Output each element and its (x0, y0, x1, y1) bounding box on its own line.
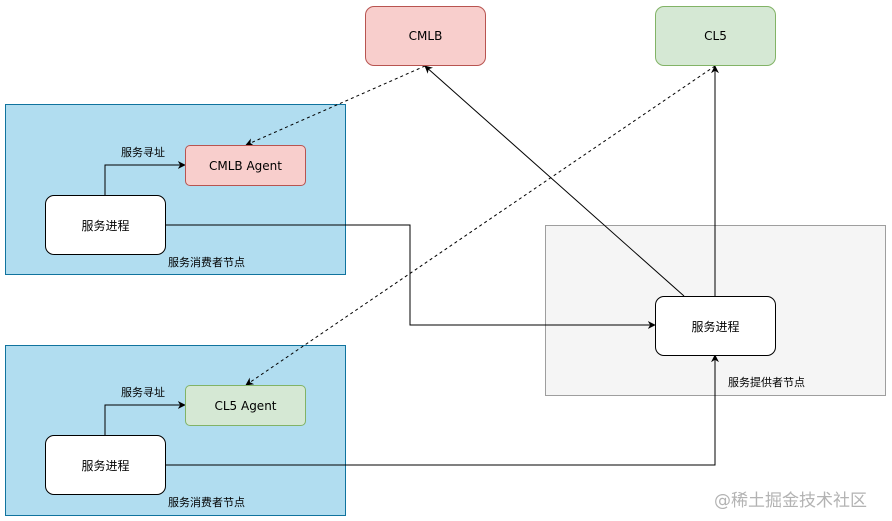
consumer1-process-node: 服务进程 (45, 195, 166, 255)
cmlb-to-agent-edge (245, 65, 426, 146)
cmlb-label: CMLB (408, 29, 443, 43)
cmlb-node: CMLB (365, 6, 486, 66)
consumer1-group-label: 服务消费者节点 (168, 256, 245, 269)
cl5-agent-node: CL5 Agent (185, 385, 306, 426)
cl5-label: CL5 (704, 29, 727, 43)
discovery-label-1: 服务寻址 (121, 146, 165, 159)
consumer2-process-label: 服务进程 (81, 458, 130, 473)
cl5-agent-label: CL5 Agent (214, 398, 277, 413)
discovery-edge-2 (104, 401, 186, 435)
cmlb-agent-label: CMLB Agent (209, 158, 282, 173)
provider-group-label: 服务提供者节点 (728, 376, 805, 389)
discovery-edge-1 (104, 161, 186, 195)
consumer1-to-provider-edge (165, 224, 656, 329)
provider-process-node: 服务进程 (655, 296, 776, 356)
discovery-label-2: 服务寻址 (121, 386, 165, 399)
cmlb-agent-node: CMLB Agent (185, 145, 306, 186)
consumer2-process-node: 服务进程 (45, 435, 166, 495)
cl5-to-agent-edge (245, 65, 716, 386)
provider-to-cmlb-edge (424, 65, 685, 297)
cl5-node: CL5 (655, 6, 776, 66)
consumer1-process-label: 服务进程 (81, 218, 130, 233)
consumer2-to-provider-edge (165, 354, 719, 466)
watermark: @稀土掘金技术社区 (714, 491, 867, 511)
provider-process-label: 服务进程 (691, 319, 740, 334)
consumer2-group-label: 服务消费者节点 (168, 496, 245, 509)
